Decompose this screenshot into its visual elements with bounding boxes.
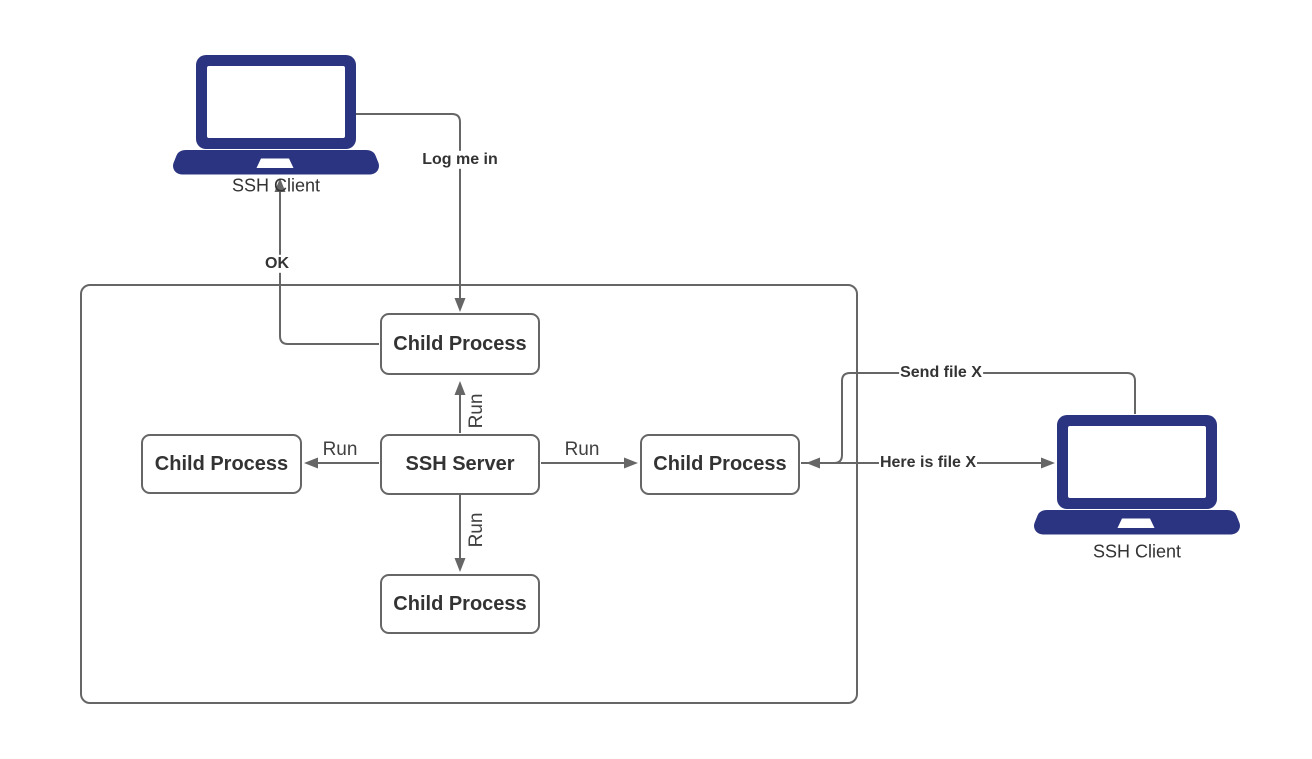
- node-label: SSH Server: [405, 453, 515, 475]
- edge-label-send-file-x: Send file X: [899, 363, 983, 383]
- edge-run-left: [304, 457, 379, 469]
- arrowhead-left-icon: [304, 457, 318, 469]
- arrowhead-up-icon: [454, 381, 466, 395]
- laptop-right-icon: [1034, 415, 1240, 535]
- edge-label-run-up: Run: [466, 392, 488, 430]
- arrowhead-down-icon: [454, 298, 466, 312]
- arrowhead-right-icon: [624, 457, 638, 469]
- edge-label-run-right: Run: [563, 439, 601, 461]
- node-child-process-bottom: Child Process: [380, 574, 540, 634]
- edge-log-me-in: [356, 113, 466, 312]
- server-boundary-box: [80, 284, 858, 704]
- edge-label-here-is-file-x: Here is file X: [878, 453, 978, 473]
- edge-label-log-me-in: Log me in: [421, 150, 499, 170]
- laptop-screen-display: [1068, 426, 1206, 498]
- edge-ok: [274, 178, 379, 345]
- laptop-screen-display: [207, 66, 345, 138]
- caption-ssh-client-right: SSH Client: [1092, 541, 1182, 562]
- edge-run-right: [541, 457, 638, 469]
- arrowhead-right-icon: [1041, 457, 1055, 469]
- node-child-process-top: Child Process: [380, 313, 540, 375]
- node-label: Child Process: [653, 453, 787, 475]
- arrowhead-down-icon: [454, 558, 466, 572]
- edge-label-run-left: Run: [321, 439, 359, 461]
- node-label: Child Process: [393, 332, 527, 355]
- edge-label-ok: OK: [264, 254, 290, 274]
- laptop-left-icon: [173, 55, 379, 175]
- node-label: Child Process: [154, 452, 289, 475]
- edge-run-down: [454, 495, 466, 572]
- node-label: Child Process: [393, 592, 527, 615]
- edge-label-run-down: Run: [466, 511, 488, 549]
- node-child-process-right: Child Process: [640, 434, 800, 495]
- caption-ssh-client-left: SSH Client: [231, 175, 321, 196]
- node-ssh-server: SSH Server: [380, 434, 540, 495]
- laptop-notch: [256, 158, 294, 168]
- node-child-process-left: Child Process: [141, 434, 302, 494]
- edge-run-up: [454, 381, 466, 433]
- laptop-notch: [1117, 518, 1155, 528]
- arrowhead-up-icon: [274, 178, 286, 192]
